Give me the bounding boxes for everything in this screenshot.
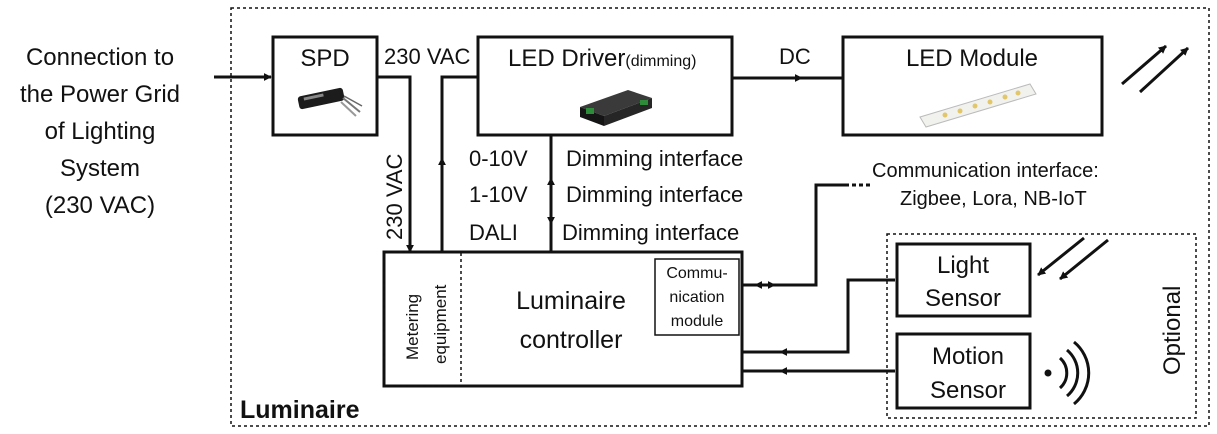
- svg-text:0-10V: 0-10V: [469, 146, 528, 171]
- svg-text:of Lighting: of Lighting: [45, 118, 156, 145]
- metering-equipment-block: [383, 251, 462, 387]
- comm-module-line3: module: [671, 313, 724, 330]
- motion-sensor-line2: Sensor: [930, 377, 1006, 404]
- comm-module-line2: nication: [669, 289, 724, 306]
- spd-output-line: [377, 75, 414, 253]
- svg-text:1-10V: 1-10V: [469, 182, 528, 207]
- light-sensor-line: [742, 278, 895, 354]
- svg-text:the Power Grid: the Power Grid: [20, 81, 180, 108]
- luminaire-frame: [230, 7, 1210, 427]
- svg-text:System: System: [60, 155, 140, 182]
- light-sensor-line2: Sensor: [925, 285, 1001, 312]
- spd-title: SPD: [300, 45, 349, 72]
- motion-sensor-line1: Motion: [932, 343, 1004, 370]
- spd-device-image: [297, 87, 363, 117]
- led-driver-title: LED Driver(dimming): [508, 45, 696, 72]
- motion-wave-icon: [1044, 340, 1091, 406]
- led-module-block: [841, 35, 1104, 137]
- led-module-board-image: [919, 83, 1037, 128]
- dc-label: DC: [779, 44, 811, 69]
- light-emission-icon: [1121, 44, 1190, 94]
- communication-module-block: [654, 258, 740, 336]
- svg-text:Connection to: Connection to: [26, 44, 174, 71]
- metering-label-line1: Metering: [403, 294, 422, 360]
- svg-text:Dimming interface: Dimming interface: [562, 220, 739, 245]
- comm-module-line1: Commu-: [666, 265, 727, 282]
- incoming-light-icon: [1037, 236, 1109, 281]
- grid-connection-label: Connection to the Power Grid of Lighting…: [20, 44, 180, 219]
- comm-interface-protocols: Zigbee, Lora, NB-IoT: [900, 188, 1087, 210]
- comm-interface-title: Communication interface:: [872, 160, 1099, 182]
- led-module-title: LED Module: [906, 45, 1038, 72]
- comm-link-line: [742, 183, 845, 287]
- luminaire-label: Luminaire: [240, 396, 360, 424]
- motion-sensor-block: [895, 332, 1032, 410]
- svg-text:DALI: DALI: [469, 220, 518, 245]
- dimming-interface-list: 0-10V Dimming interface 1-10V Dimming in…: [469, 146, 743, 245]
- svg-text:(230 VAC): (230 VAC): [45, 192, 155, 219]
- optional-label: Optional: [1159, 286, 1186, 375]
- light-sensor-line1: Light: [937, 252, 989, 279]
- controller-label-line2: controller: [520, 326, 623, 354]
- controller-label-line1: Luminaire: [516, 287, 626, 315]
- voltage-top-label: 230 VAC: [384, 44, 471, 69]
- spd-block: [271, 35, 379, 137]
- light-sensor-block: [895, 242, 1032, 318]
- svg-text:Dimming interface: Dimming interface: [566, 182, 743, 207]
- svg-text:Dimming interface: Dimming interface: [566, 146, 743, 171]
- optional-frame: [886, 233, 1197, 419]
- led-driver-device-image: [580, 90, 652, 126]
- metering-label-line2: equipment: [431, 284, 450, 364]
- voltage-vertical-label: 230 VAC: [382, 153, 407, 240]
